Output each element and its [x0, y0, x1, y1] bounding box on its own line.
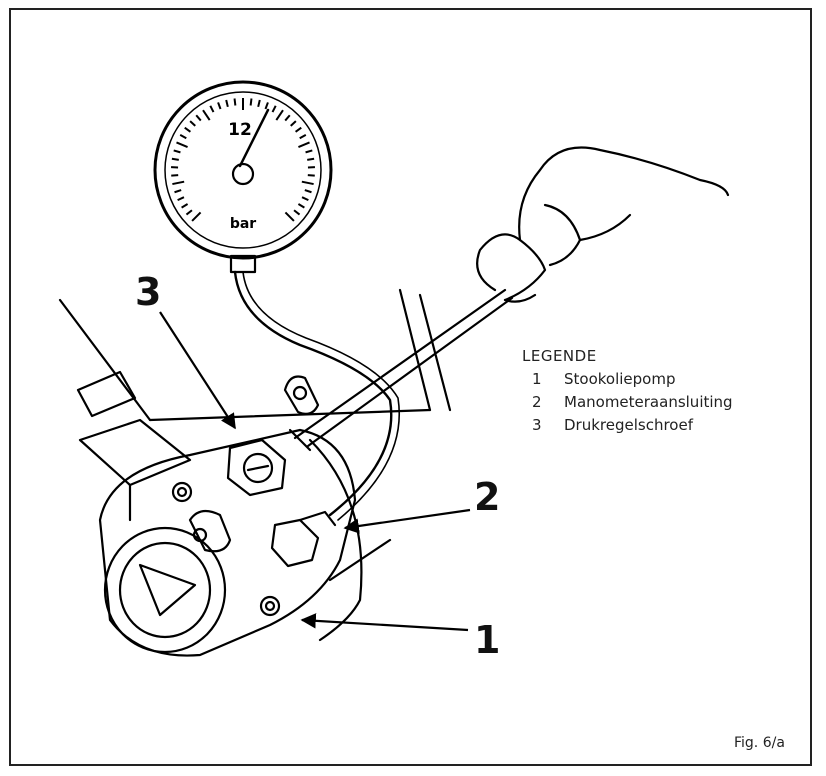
- gauge-tick: [294, 126, 302, 133]
- regulating-screw: [242, 452, 274, 484]
- legend-title: LEGENDE: [522, 347, 597, 365]
- gauge-ticks: [171, 98, 315, 222]
- gauge-tick: [293, 209, 301, 216]
- gauge-tick: [301, 180, 314, 186]
- gauge-tick: [209, 105, 215, 113]
- gauge-tick: [171, 157, 179, 161]
- gauge-tick: [304, 189, 312, 194]
- gauge-pivot: [231, 162, 255, 186]
- gauge-tick: [174, 189, 182, 194]
- gauge-tick: [271, 105, 277, 113]
- gauge-tick: [257, 99, 261, 108]
- gauge-tick: [290, 120, 297, 127]
- gauge-tick: [225, 99, 229, 108]
- gauge-tick: [301, 196, 309, 202]
- gauge-tick: [176, 141, 188, 148]
- gauge-tick: [249, 98, 253, 106]
- gauge-tick: [233, 98, 237, 106]
- gauge-tick: [177, 196, 185, 202]
- gauge-tick: [171, 174, 179, 177]
- legend-item: 3 Drukregelschroef: [522, 414, 733, 437]
- body-boss: [188, 509, 232, 553]
- pump-coupling-ring: [103, 526, 227, 654]
- gauge-value-label: 12: [228, 120, 252, 140]
- gauge-tick: [181, 203, 189, 209]
- gauge-tick: [284, 114, 291, 122]
- body-screw-1: [171, 481, 193, 503]
- gauge-face: [164, 91, 322, 249]
- regulating-screw-nut: [226, 438, 287, 497]
- hand-outline: [476, 146, 730, 292]
- figure-frame: [9, 8, 812, 766]
- gauge-tick: [275, 109, 284, 121]
- gauge-tick: [307, 174, 315, 177]
- solenoid-body: [78, 418, 192, 487]
- housing-edge-left: [58, 298, 152, 422]
- gauge-fitting-nut: [270, 518, 320, 568]
- gauge-tick: [184, 126, 192, 133]
- legend-item-number: 2: [532, 393, 542, 411]
- legend-item-number: 3: [532, 416, 542, 434]
- legend-item: 2 Manometeraansluiting: [522, 391, 733, 414]
- gauge-tick: [299, 133, 307, 140]
- legend-item-label: Drukregelschroef: [564, 416, 693, 434]
- gauge-tick: [179, 133, 187, 140]
- gauge-tick: [298, 141, 310, 148]
- callout-2: 2: [474, 475, 501, 519]
- gauge-tick: [195, 114, 202, 122]
- gauge-tick: [189, 120, 196, 127]
- legend-item-label: Stookoliepomp: [564, 370, 676, 388]
- callout-arrow-1: [300, 613, 469, 632]
- gauge-stem: [229, 254, 257, 274]
- solenoid-cap: [76, 370, 137, 418]
- gauge-tick: [173, 149, 181, 154]
- gauge-hose: [233, 270, 393, 517]
- gauge-tick: [202, 109, 211, 121]
- callout-1: 1: [474, 618, 501, 662]
- gauge-needle: [238, 108, 270, 168]
- mounting-lug: [283, 375, 320, 415]
- gauge-tick: [191, 211, 202, 222]
- legend-item-number: 1: [532, 370, 542, 388]
- gauge-tick: [264, 102, 269, 110]
- gauge-bezel: [153, 80, 333, 260]
- gauge-tick: [172, 180, 185, 186]
- gauge-tick: [305, 149, 313, 154]
- callout-arrow-3: [159, 311, 236, 430]
- callout-arrow-2: [343, 508, 471, 534]
- gauge-tick: [307, 157, 315, 161]
- housing-edge-bottom: [148, 408, 432, 422]
- screwdriver-shaft: [293, 288, 507, 440]
- gauge-tick: [185, 209, 193, 216]
- gauge-tick: [217, 102, 222, 110]
- shaft-triangle: [138, 563, 197, 617]
- legend-item: 1 Stookoliepomp: [522, 368, 733, 391]
- gauge-tick: [297, 203, 305, 209]
- gauge-tick: [284, 211, 295, 222]
- legend: LEGENDE 1 Stookoliepomp 2 Manometeraansl…: [522, 345, 733, 437]
- gauge-unit-label: bar: [230, 216, 256, 232]
- figure-label: Fig. 6/a: [734, 735, 785, 751]
- legend-item-label: Manometeraansluiting: [564, 393, 733, 411]
- housing-edge-right: [398, 288, 432, 412]
- pump-body: [98, 428, 357, 657]
- body-screw-2: [259, 595, 281, 617]
- callout-3: 3: [135, 270, 162, 314]
